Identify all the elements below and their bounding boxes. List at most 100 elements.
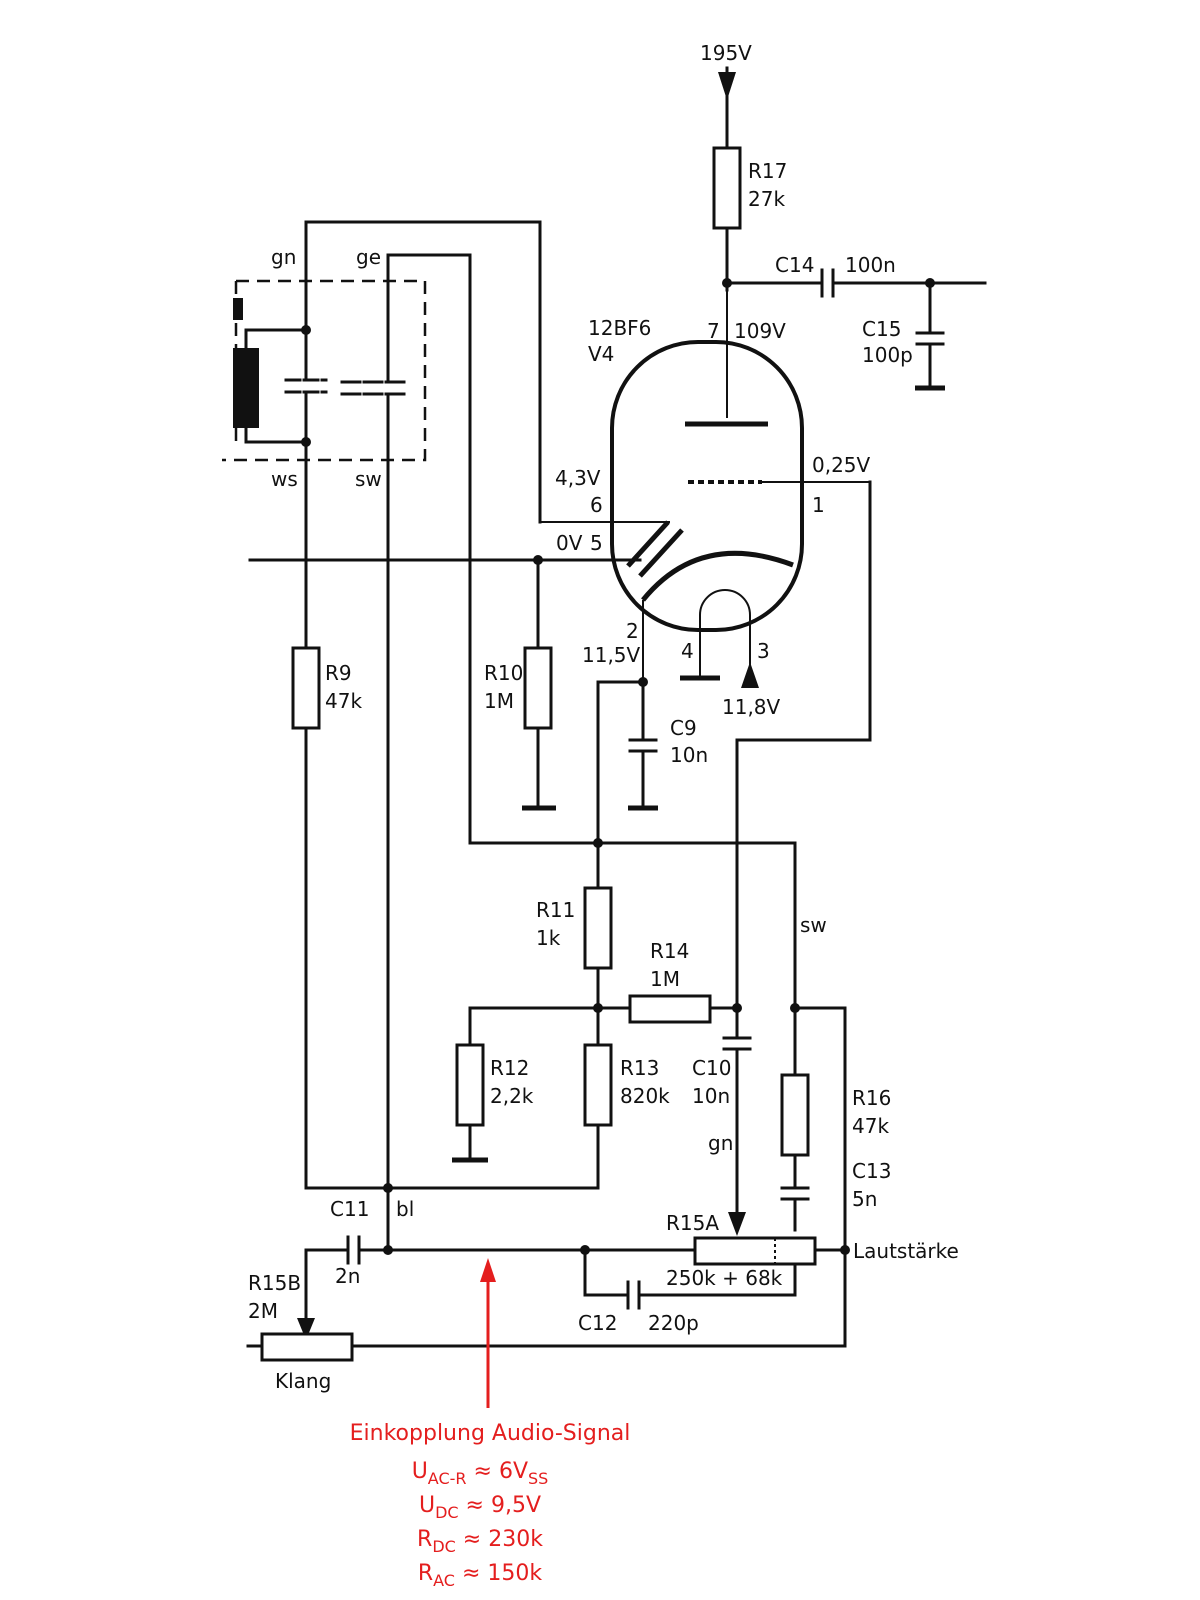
R9-name: R9	[325, 661, 352, 685]
pin3-voltage: 11,8V	[722, 695, 781, 719]
resistor-R13	[583, 1043, 613, 1127]
supply-section: 195V R17 27k C14 100n C15 100p	[700, 41, 987, 418]
C12-name: C12	[578, 1311, 617, 1335]
C15-name: C15	[862, 317, 901, 341]
C11-value: 2n	[335, 1264, 360, 1288]
resistor-R9-group: R9 47k	[291, 440, 600, 1190]
shield-box	[222, 279, 427, 462]
annotation-line: UDC ≈ 9,5V	[419, 1493, 541, 1522]
pin2-number: 2	[626, 619, 639, 643]
if-transformer-section: gn ge ws sw	[222, 220, 542, 1190]
C10-value: 10n	[692, 1084, 730, 1108]
wire-label-sw-right: sw	[800, 913, 827, 937]
R14-name: R14	[650, 939, 689, 963]
tube-V4: 12BF6 V4 7 109V 0,25V 1 4 3 11,8V 4,3V 6	[248, 316, 872, 1010]
pin3-number: 3	[757, 639, 770, 663]
R14-value: 1M	[650, 967, 680, 991]
wire-label-gn-bottom: gn	[708, 1131, 733, 1155]
C14-value: 100n	[845, 253, 896, 277]
C13-value: 5n	[852, 1187, 877, 1211]
pin7-number: 7	[707, 319, 720, 343]
pin5-number: 5	[590, 531, 603, 555]
R11-name: R11	[536, 898, 575, 922]
resistor-R9	[291, 646, 321, 730]
pin4-number: 4	[681, 639, 694, 663]
R10-name: R10	[484, 661, 523, 685]
pin2-voltage: 11,5V	[582, 643, 641, 667]
wire-label-ge: ge	[356, 245, 381, 269]
R13-name: R13	[620, 1056, 659, 1080]
resistor-R14	[628, 994, 712, 1024]
resistor-R10	[523, 646, 553, 730]
annotation-title: Einkopplung Audio-Signal	[350, 1421, 631, 1446]
tube-type-label: 12BF6	[588, 316, 651, 340]
cathode	[641, 550, 794, 602]
capacitor-C14: C14 100n	[775, 253, 896, 277]
R15A-name: R15A	[666, 1211, 719, 1235]
heater	[699, 589, 751, 650]
resistor-R17	[712, 146, 742, 230]
R17-name: R17	[748, 159, 787, 183]
R10-value: 1M	[484, 689, 514, 713]
annotation-line: UAC-R ≈ 6VSS	[412, 1459, 549, 1488]
R16-name: R16	[852, 1086, 891, 1110]
annotation-line: RDC ≈ 230k	[417, 1527, 543, 1556]
resistor-R11	[583, 886, 613, 970]
R15B-name: R15B	[248, 1271, 301, 1295]
R13-value: 820k	[620, 1084, 670, 1108]
capacitor-C15: C15 100p	[862, 317, 913, 367]
R17-value: 27k	[748, 187, 785, 211]
injection-arrow-icon	[480, 1258, 496, 1282]
C13-name: C13	[852, 1159, 891, 1183]
R12-value: 2,2k	[490, 1084, 534, 1108]
resistor-R12	[455, 1043, 485, 1127]
C14-name: C14	[775, 253, 814, 277]
wire-label-bl: bl	[396, 1197, 414, 1221]
R15A-value: 250k + 68k	[666, 1266, 783, 1290]
resistor-R10-group: R10 1M	[484, 558, 556, 811]
R9-value: 47k	[325, 689, 362, 713]
R16-value: 47k	[852, 1114, 889, 1138]
annotation-line: RAC ≈ 150k	[418, 1561, 543, 1590]
tube-envelope	[610, 340, 804, 632]
R15B-value: 2M	[248, 1299, 278, 1323]
wire-label-gn: gn	[271, 245, 296, 269]
pin7-voltage: 109V	[734, 319, 786, 343]
R12-name: R12	[490, 1056, 529, 1080]
C12-value: 220p	[648, 1311, 699, 1335]
C15-value: 100p	[862, 343, 913, 367]
C9-name: C9	[670, 716, 697, 740]
junction-dot	[383, 1245, 393, 1255]
wire-label-sw: sw	[355, 467, 382, 491]
pin5-voltage: 0V	[556, 531, 583, 555]
core-marker	[233, 298, 243, 320]
supply-voltage-label: 195V	[700, 41, 752, 65]
R11-value: 1k	[536, 926, 561, 950]
wiper-arrow-icon	[728, 1212, 746, 1236]
potentiometer-R15A	[693, 1236, 817, 1266]
diode-plate-pin6	[638, 528, 684, 578]
pin1-voltage: 0,25V	[812, 453, 871, 477]
C11-name: C11	[330, 1197, 369, 1221]
bottom-section: bl C11 2n R15A 250k + 68k Lautstärke C12…	[246, 1183, 959, 1393]
potentiometer-R15B	[260, 1332, 354, 1362]
middle-bus: sw R11 1k R14 1M R12 2,2k R13 820k C10	[452, 680, 891, 1342]
wire-label-ws: ws	[271, 467, 298, 491]
coil-inductor	[233, 348, 259, 428]
capacitor-C9-group: C9 10n	[596, 677, 708, 811]
pin1-number: 1	[812, 493, 825, 517]
R15B-function: Klang	[275, 1369, 331, 1393]
resistor-R16	[780, 1073, 810, 1157]
C9-value: 10n	[670, 743, 708, 767]
pin6-voltage: 4,3V	[555, 466, 601, 490]
heater-arrow-icon	[741, 662, 759, 688]
supply-arrow-icon	[718, 72, 736, 100]
C10-name: C10	[692, 1056, 731, 1080]
R15A-function: Lautstärke	[853, 1239, 959, 1263]
wiper-arrow-icon	[297, 1318, 315, 1340]
pin6-number: 6	[590, 493, 603, 517]
tube-ref-label: V4	[588, 342, 614, 366]
audio-injection-annotation: Einkopplung Audio-Signal UAC-R ≈ 6VSS UDC…	[350, 1258, 631, 1590]
